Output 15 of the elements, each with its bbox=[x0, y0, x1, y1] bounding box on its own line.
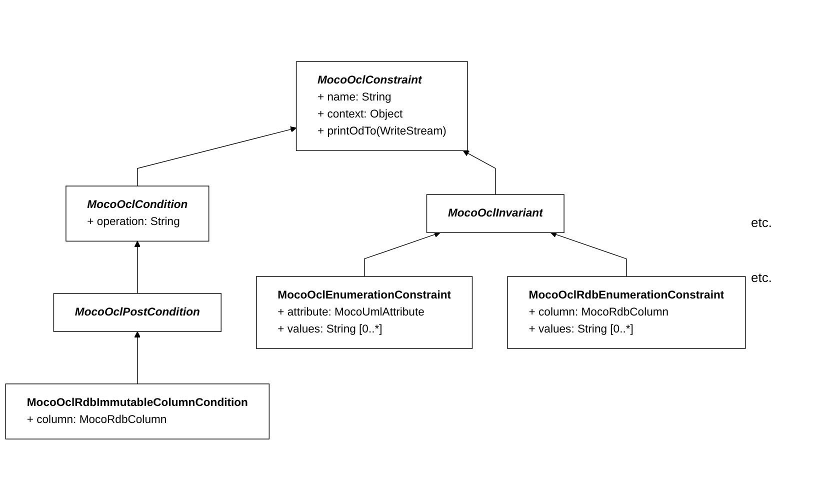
node-box: MocoOclCondition + operation: String bbox=[66, 185, 210, 242]
node-box: MocoOclInvariant bbox=[426, 194, 564, 233]
arrow bbox=[550, 231, 627, 276]
arrow bbox=[137, 126, 297, 186]
node-box: MocoOclPostCondition bbox=[53, 292, 222, 332]
arrow bbox=[462, 150, 496, 195]
node-box: MocoOclRdbImmutableColumnCondition + column: MocoRdbColumn bbox=[5, 383, 270, 440]
node-box: MocoOclConstraint + name: String + context: Object + printOdTo(WriteStream) bbox=[296, 60, 468, 151]
node-box: MocoOclEnumerationConstraint + attribute: MocoUmlAttribute + values: String [0..*] bbox=[256, 276, 473, 349]
note-text: etc. bbox=[751, 215, 773, 230]
arrow bbox=[134, 240, 141, 294]
arrow bbox=[134, 330, 141, 384]
arrow bbox=[364, 231, 440, 276]
node-box: MocoOclRdbEnumerationConstraint + column: MocoRdbColumn + values: String [0..*] bbox=[507, 276, 746, 349]
note-text: etc. bbox=[751, 270, 773, 285]
